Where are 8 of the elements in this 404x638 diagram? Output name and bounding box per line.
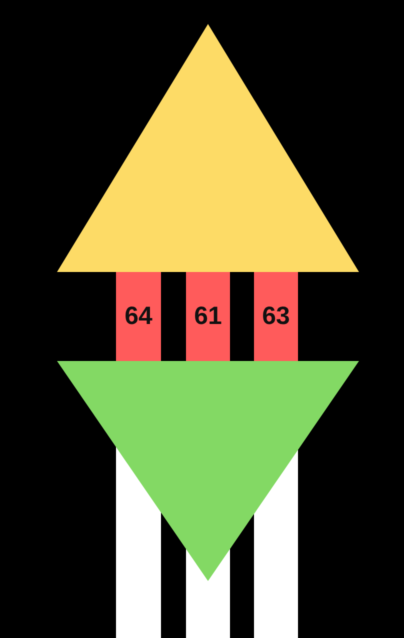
bar-value: 61 — [194, 304, 222, 329]
value-bar — [186, 272, 230, 361]
bar-value: 64 — [124, 304, 152, 329]
value-bar — [116, 272, 161, 361]
bar-value: 63 — [262, 304, 290, 329]
value-bar — [254, 272, 298, 361]
upward-triangle — [57, 24, 359, 272]
downward-triangle — [57, 361, 359, 581]
